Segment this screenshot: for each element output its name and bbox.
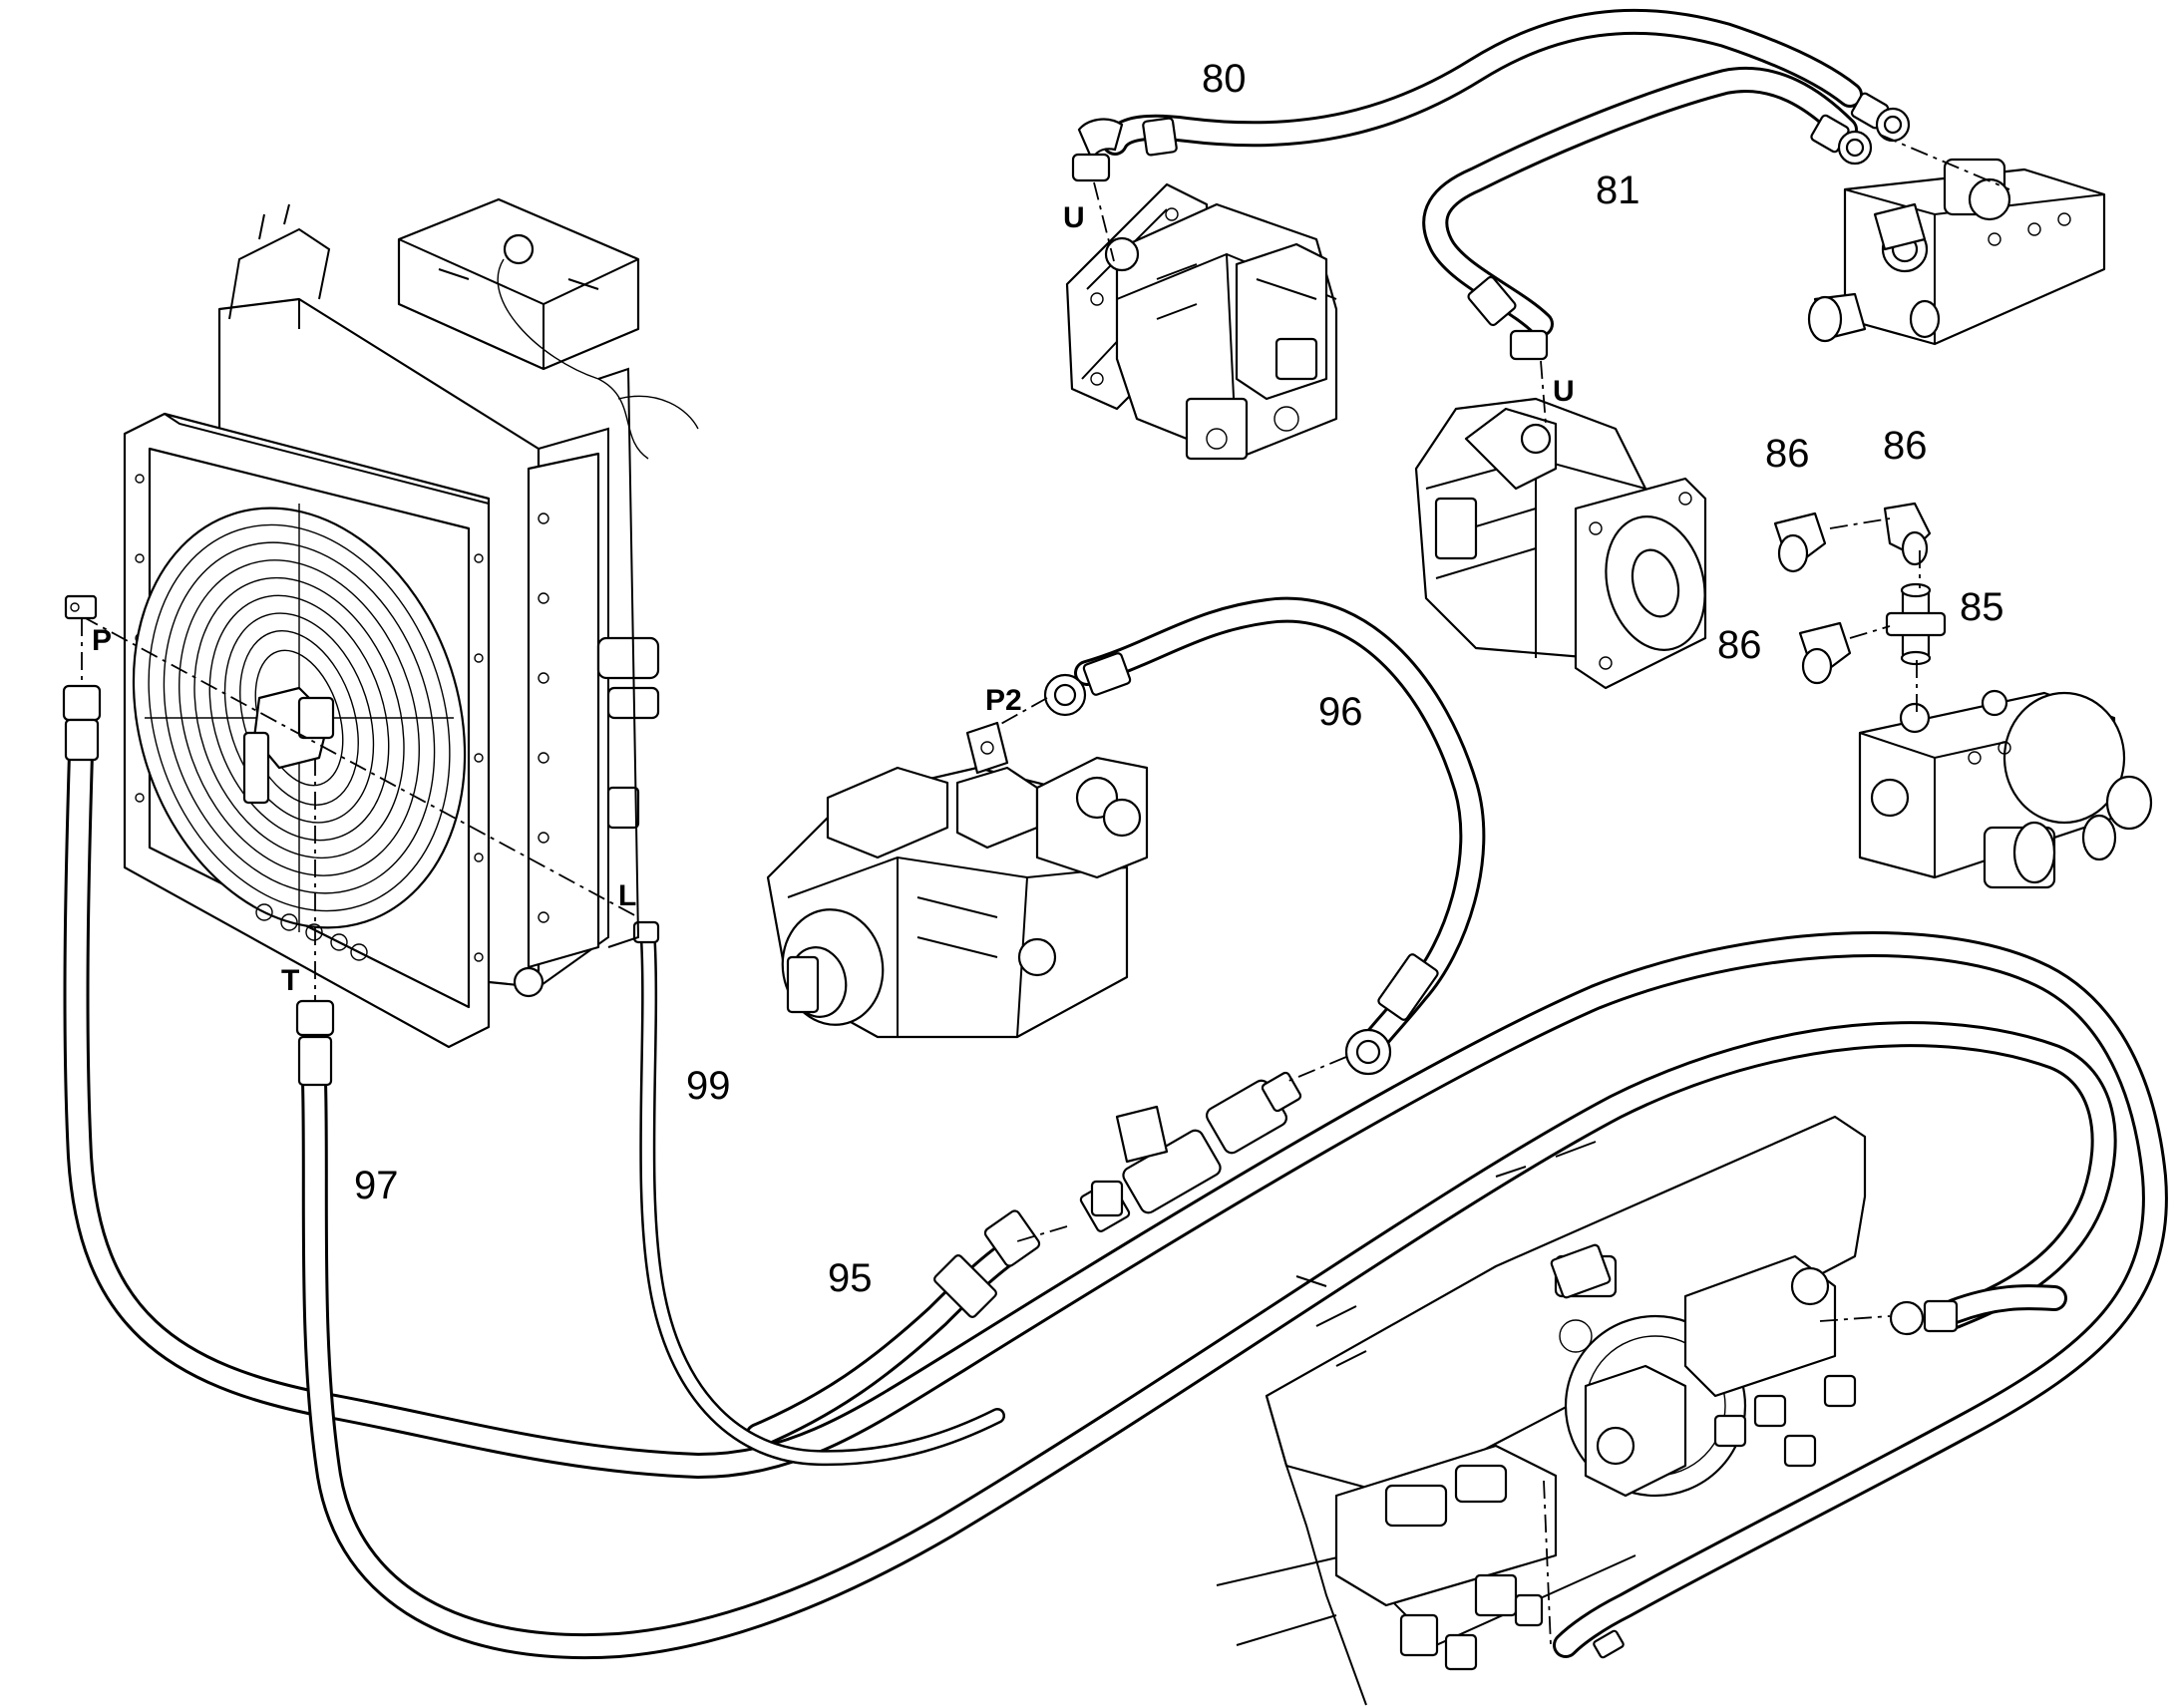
valve-block-upper-right bbox=[1807, 158, 2106, 346]
port-label-t: T bbox=[281, 964, 299, 997]
hydraulic-motor-right bbox=[1414, 397, 1707, 690]
oil-cooler-fan-assembly bbox=[123, 197, 699, 1049]
hose-95 bbox=[745, 1233, 1030, 1449]
hoses bbox=[63, 8, 2168, 1659]
hose-gearbox-right bbox=[1942, 1284, 2067, 1324]
inline-filter bbox=[1079, 1071, 1302, 1232]
part-number-labels: 80 81 86 86 85 86 96 99 97 95 bbox=[354, 57, 2004, 1300]
hydraulic-motor-upper-left bbox=[1065, 182, 1338, 461]
hose-80 bbox=[1102, 8, 1863, 156]
port-l-nut-icon bbox=[632, 920, 660, 944]
port-label-p2: P2 bbox=[985, 684, 1022, 717]
label-96: 96 bbox=[1318, 690, 1363, 734]
hose-81-nut-icon bbox=[1509, 329, 1549, 361]
label-99: 99 bbox=[686, 1064, 731, 1108]
fittings-85-86 bbox=[1773, 502, 1947, 685]
assembly-centerlines bbox=[81, 134, 2010, 1646]
port-labels: U U P P2 L T bbox=[92, 201, 1575, 997]
port-label-u-upper: U bbox=[1063, 201, 1085, 234]
fan-motor-icon bbox=[242, 686, 335, 805]
hose-99 bbox=[639, 934, 1005, 1467]
lower-panel-holes bbox=[255, 903, 368, 961]
label-85: 85 bbox=[1960, 585, 2004, 629]
frame-bolts bbox=[135, 474, 484, 962]
label-95: 95 bbox=[828, 1256, 873, 1300]
gearbox-frame-assembly bbox=[1216, 1115, 1867, 1706]
tandem-pump bbox=[766, 721, 1149, 1039]
label-81: 81 bbox=[1596, 169, 1640, 212]
label-86-b: 86 bbox=[1883, 424, 1928, 468]
label-86-c: 86 bbox=[1717, 623, 1762, 667]
port-t-nut-icon bbox=[295, 999, 335, 1037]
hose-80-nut-icon bbox=[1071, 153, 1111, 182]
tee-85-icon bbox=[1885, 582, 1947, 666]
port-p-block bbox=[64, 594, 98, 620]
port-label-p: P bbox=[92, 624, 112, 657]
label-97: 97 bbox=[354, 1164, 399, 1207]
port-label-l: L bbox=[618, 879, 636, 912]
valve-block-right bbox=[1858, 689, 2153, 889]
cooler-bolts bbox=[538, 512, 549, 923]
hose-81 bbox=[1422, 67, 1858, 337]
hose-fittings bbox=[62, 92, 1959, 1659]
label-80: 80 bbox=[1202, 57, 1247, 101]
hose-t-loop bbox=[301, 1021, 2117, 1659]
port-p-nut-icon bbox=[62, 684, 102, 722]
port-label-u-right: U bbox=[1553, 375, 1575, 408]
label-86-a: 86 bbox=[1765, 432, 1810, 476]
hose-97 bbox=[63, 705, 2168, 1658]
